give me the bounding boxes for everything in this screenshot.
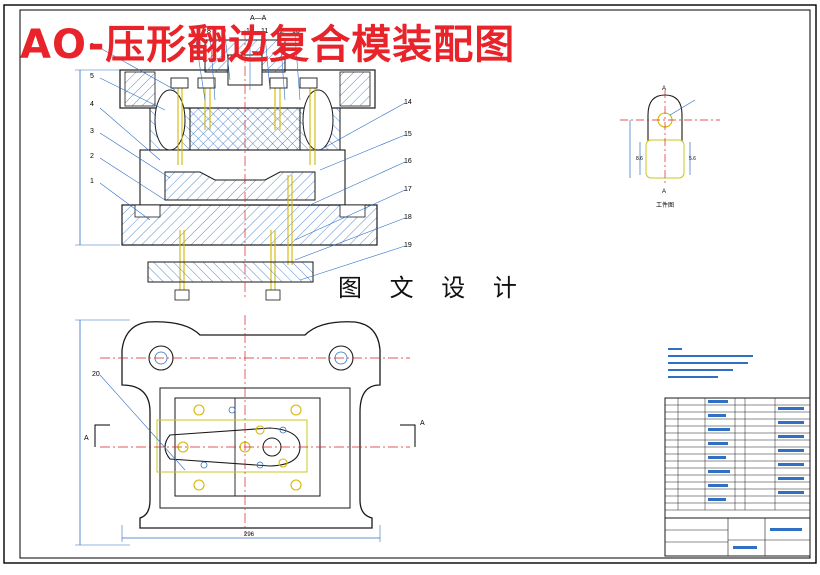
watermark-text: 图 文 设 计 xyxy=(338,274,527,302)
workpiece-dimension: 8.6 xyxy=(636,156,643,162)
plan-view: A A 296 20 xyxy=(75,315,425,546)
section-view: A—A xyxy=(75,15,412,301)
workpiece-label: 工件图 xyxy=(656,201,674,209)
part-number: 2 xyxy=(90,153,94,160)
part-number: 12 xyxy=(276,28,284,35)
part-number: 11 xyxy=(261,28,268,35)
part-number: 10 xyxy=(246,28,254,35)
part-number: 6 xyxy=(90,43,94,50)
workpiece-dimension: 5.6 xyxy=(689,156,696,162)
part-number: 17 xyxy=(404,186,412,193)
workpiece-view: 8.6 5.6 A A 工件图 xyxy=(620,86,720,209)
part-number: 19 xyxy=(404,242,412,249)
part-number: 20 xyxy=(92,371,100,378)
part-number: 13 xyxy=(292,28,300,35)
part-number: 1 xyxy=(90,178,94,185)
width-dimension: 296 xyxy=(244,532,255,538)
outer-frame xyxy=(3,4,817,564)
part-number: 3 xyxy=(90,128,94,135)
drawing-title: AO-压形翻边复合模装配图 xyxy=(20,22,516,68)
section-arrow: A xyxy=(662,86,666,92)
section-label: A—A xyxy=(250,15,267,22)
parts-list xyxy=(664,397,811,557)
part-number: 5 xyxy=(90,73,94,80)
part-number: 18 xyxy=(404,214,412,221)
section-arrow: A xyxy=(420,420,425,427)
part-number: 14 xyxy=(404,99,412,106)
inner-frame xyxy=(19,9,811,559)
section-arrow: A xyxy=(84,435,89,442)
section-arrow: A xyxy=(662,189,666,195)
part-number: 16 xyxy=(404,158,412,165)
part-number: 7 xyxy=(190,28,194,35)
part-number: 4 xyxy=(90,101,94,108)
part-number: 8 xyxy=(207,28,211,35)
technical-notes xyxy=(668,348,753,378)
part-number: 9 xyxy=(222,28,226,35)
part-number: 15 xyxy=(404,131,412,138)
